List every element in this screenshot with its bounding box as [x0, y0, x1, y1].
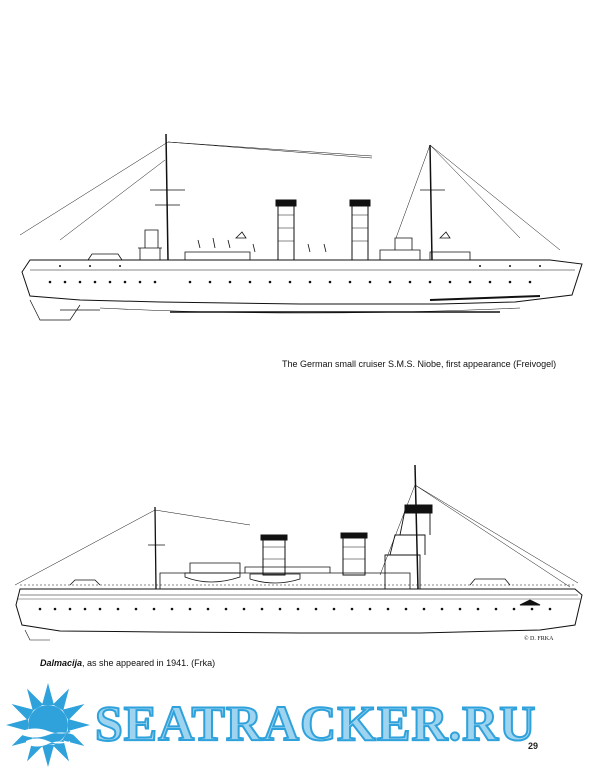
caption-rest: , as she appeared in 1941. (Frka): [82, 658, 216, 668]
ship-name: Dalmacija: [40, 658, 83, 668]
niobe-drawing: [0, 120, 589, 340]
dalmacija-drawing: [0, 455, 589, 655]
artist-credit: © D. FRKA: [524, 636, 554, 642]
watermark-sun-icon: [6, 683, 90, 767]
niobe-caption: The German small cruiser S.M.S. Niobe, f…: [282, 359, 557, 369]
dalmacija-caption: Dalmacija, as she appeared in 1941. (Frk…: [40, 658, 215, 668]
watermark-text: SEATRACKER.RU: [94, 694, 537, 752]
page-number: 29: [528, 741, 539, 751]
